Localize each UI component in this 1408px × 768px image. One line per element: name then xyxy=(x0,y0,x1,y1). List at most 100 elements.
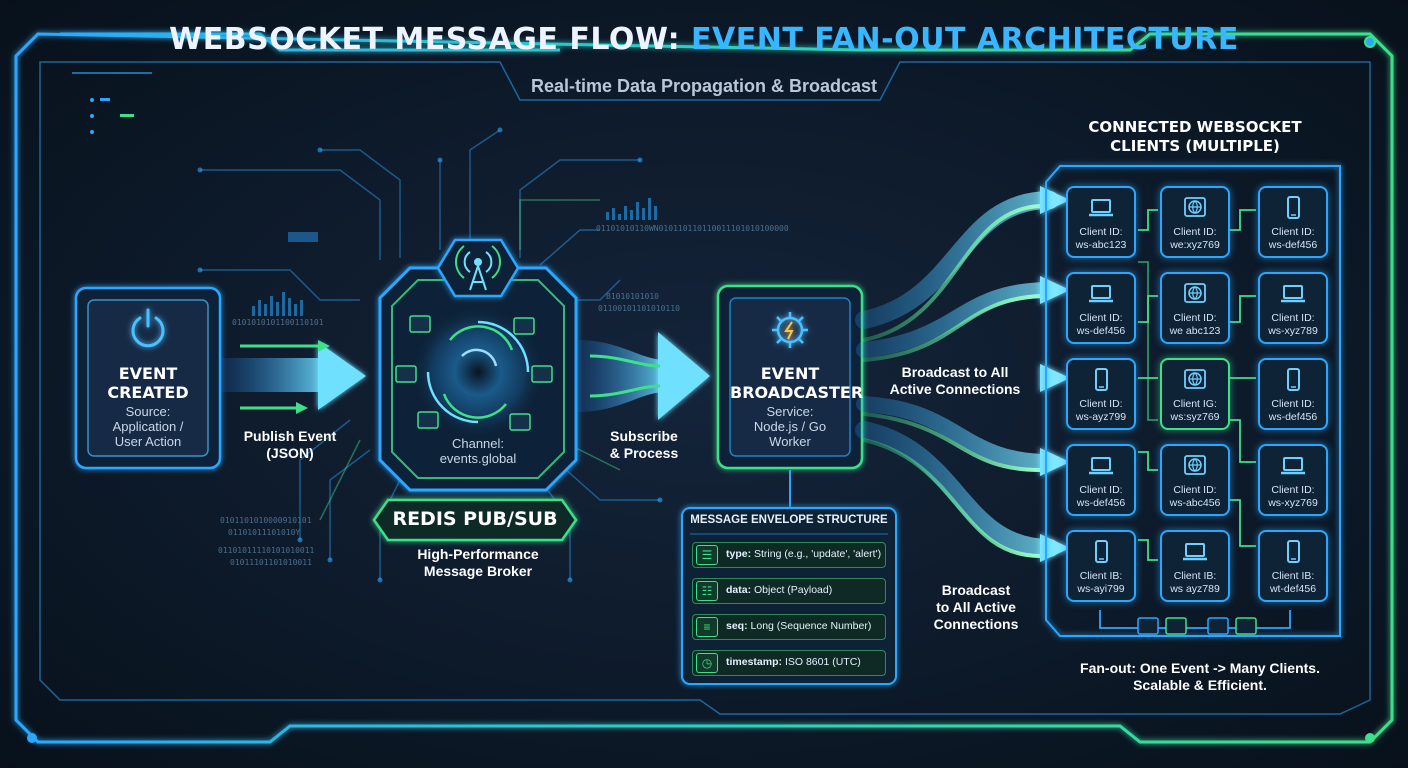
client-id-label: Client ID:ws-def456 xyxy=(1260,398,1326,424)
redis-desc-line: High-Performance xyxy=(417,546,539,562)
envelope-row: ≡ seq: Long (Sequence Number) xyxy=(692,614,886,640)
envelope-field-key: type: xyxy=(726,548,752,560)
broadcast-top-line: Active Connections xyxy=(889,381,1021,397)
client-card: Client ID:ws-def456 xyxy=(1066,272,1136,344)
client-id-caption: Client ID: xyxy=(1173,312,1217,324)
client-id-caption: Client IG: xyxy=(1173,398,1217,410)
mini-bars xyxy=(252,198,657,316)
event-broadcaster-node: EVENT BROADCASTER Service: Node.js / Go … xyxy=(730,364,863,449)
envelope-field-text: data: Object (Payload) xyxy=(726,584,832,596)
publish-label-line: Publish Event xyxy=(243,428,337,444)
broadcast-bottom-line: Connections xyxy=(933,616,1019,632)
client-id-caption: Client ID: xyxy=(1079,312,1123,324)
event-created-box xyxy=(74,286,222,470)
client-card: Client ID:ws-xyz789 xyxy=(1258,272,1328,344)
client-id-value: ws-abc456 xyxy=(1169,497,1221,509)
client-id-value: wt-def456 xyxy=(1269,583,1317,595)
client-card: Client ID:ws-ayz799 xyxy=(1066,358,1136,430)
laptop-icon xyxy=(1182,540,1208,564)
client-card: Client IB:wt-def456 xyxy=(1258,530,1328,602)
hierarchy-icon: ☷ xyxy=(696,581,718,601)
client-id-label: Client IB:ws-ayi799 xyxy=(1068,570,1134,596)
clients-heading-line: CLIENTS (MULTIPLE) xyxy=(1110,137,1280,155)
document-icon: ☰ xyxy=(696,545,718,565)
swirl-vortex xyxy=(412,306,544,438)
subscribe-label-line: Subscribe xyxy=(610,428,678,444)
client-id-label: Client IG:ws:syz769 xyxy=(1162,398,1228,424)
antenna-icon xyxy=(436,238,520,298)
client-id-caption: Client IB: xyxy=(1173,570,1217,582)
swirl-arcs xyxy=(426,320,530,424)
client-card: Client ID:ws-xyz769 xyxy=(1258,444,1328,516)
client-id-label: Client ID:ws-ayz799 xyxy=(1068,398,1134,424)
client-id-label: Client ID:ws-xyz769 xyxy=(1260,484,1326,510)
broadcast-label-bottom: Broadcast to All Active Connections xyxy=(916,582,1036,633)
fanout-note: Fan-out: One Event -> Many Clients. Scal… xyxy=(1050,660,1350,694)
event-created-source: Application / xyxy=(112,419,184,434)
envelope-field-value: Object (Payload) xyxy=(754,584,833,596)
client-id-value: ws ayz789 xyxy=(1170,583,1220,595)
client-id-value: ws-abc123 xyxy=(1075,239,1127,251)
client-card: Client IG:ws:syz769 xyxy=(1160,358,1230,430)
bit-stream: 01101011110101010011 xyxy=(218,546,315,555)
client-id-value: ws-def456 xyxy=(1076,497,1126,509)
globe-icon xyxy=(1182,196,1208,220)
client-card: Client ID:we abc123 xyxy=(1160,272,1230,344)
client-id-value: ws-ayz799 xyxy=(1075,411,1127,423)
client-id-caption: Client ID: xyxy=(1079,484,1123,496)
client-id-caption: Client IB: xyxy=(1271,570,1315,582)
client-id-caption: Client ID: xyxy=(1079,398,1123,410)
envelope-field-text: timestamp: ISO 8601 (UTC) xyxy=(726,656,861,668)
client-id-label: Client ID:ws-xyz789 xyxy=(1260,312,1326,338)
envelope-field-value: Long (Sequence Number) xyxy=(750,620,872,632)
redis-badge: REDIS PUB/SUB xyxy=(392,508,558,530)
client-id-label: Client ID:we:xyz769 xyxy=(1162,226,1228,252)
event-created-source: User Action xyxy=(114,434,182,449)
fanout-note-line: Scalable & Efficient. xyxy=(1133,677,1267,693)
client-id-caption: Client ID: xyxy=(1173,226,1217,238)
laptop-icon xyxy=(1280,454,1306,478)
redis-channel-name: events.global xyxy=(439,451,517,466)
client-card: Client IB:ws ayz789 xyxy=(1160,530,1230,602)
client-id-value: ws-def456 xyxy=(1076,325,1126,337)
gear-icon xyxy=(772,312,808,348)
envelope-field-key: seq: xyxy=(726,620,748,632)
bit-stream: 01101011101010Y xyxy=(228,528,301,537)
inner-frame xyxy=(39,61,1371,715)
envelope-field-value: ISO 8601 (UTC) xyxy=(784,656,861,668)
client-id-label: Client IB:ws ayz789 xyxy=(1162,570,1228,596)
event-created-node: EVENT CREATED Source: Application / User… xyxy=(88,364,208,449)
bit-stream: 0101010101100110101 xyxy=(232,318,324,327)
broadcaster-box xyxy=(716,284,864,470)
redis-channel: Channel: events.global xyxy=(410,436,546,466)
event-created-title: CREATED xyxy=(107,383,189,402)
list-icon: ≡ xyxy=(696,617,718,637)
page-title: WEBSOCKET MESSAGE FLOW: EVENT FAN-OUT AR… xyxy=(0,22,1408,57)
bit-stream: B1010101010 xyxy=(606,292,659,301)
envelope-field-key: data: xyxy=(726,584,752,596)
client-id-label: Client ID:ws-abc456 xyxy=(1162,484,1228,510)
redis-description: High-Performance Message Broker xyxy=(388,546,568,580)
clock-icon: ◷ xyxy=(696,653,718,673)
mini-widgets xyxy=(1137,617,1257,635)
client-id-label: Client ID:ws-def456 xyxy=(1068,484,1134,510)
client-id-value: we:xyz769 xyxy=(1170,239,1220,251)
broadcaster-service: Service: xyxy=(766,404,814,419)
client-id-caption: Client ID: xyxy=(1271,312,1315,324)
subscribe-label-line: & Process xyxy=(609,445,679,461)
client-id-value: ws-xyz769 xyxy=(1268,497,1318,509)
globe-icon xyxy=(1182,282,1208,306)
bit-stream: 01011101101010011 xyxy=(230,558,312,567)
client-id-caption: Client ID: xyxy=(1079,226,1123,238)
clients-heading-line: CONNECTED WEBSOCKET xyxy=(1088,118,1302,136)
circuit-traces xyxy=(200,129,660,580)
client-card: Client ID:ws-def456 xyxy=(1066,444,1136,516)
bit-stream: 01101010110WN010110110110011101010100000 xyxy=(596,224,789,233)
client-id-label: Client IB:wt-def456 xyxy=(1260,570,1326,596)
envelope-field-text: seq: Long (Sequence Number) xyxy=(726,620,871,632)
phone-icon xyxy=(1280,540,1306,564)
client-id-label: Client ID:ws-abc123 xyxy=(1068,226,1134,252)
client-id-value: ws-xyz789 xyxy=(1268,325,1318,337)
client-id-value: ws:syz769 xyxy=(1170,411,1220,423)
